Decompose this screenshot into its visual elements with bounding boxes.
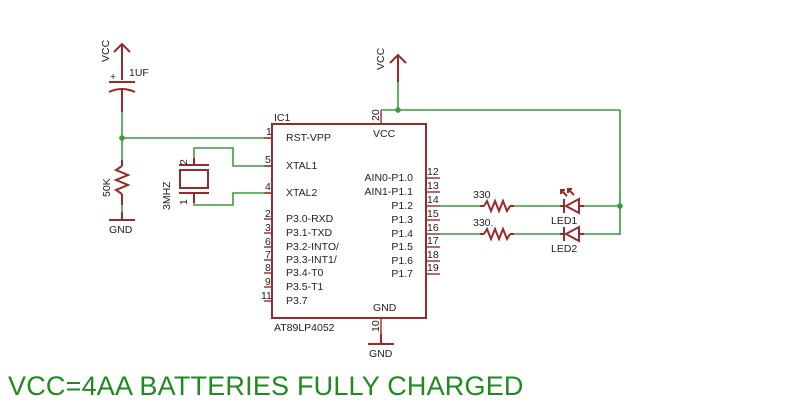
gnd-symbol-left: GND xyxy=(109,212,135,236)
led1-label: LED1 xyxy=(551,215,577,227)
pin-name-p3-2-int0: P3.2-INTO/ xyxy=(286,241,339,253)
gnd-symbol-bottom: GND xyxy=(368,334,394,360)
resistor-50k: 50K xyxy=(101,160,131,205)
led1: LED1 xyxy=(551,188,584,227)
ic-right-pins: 12 13 14 15 16 17 18 19 AIN0-P1.0 AIN1-P… xyxy=(365,166,440,280)
crystal-3mhz: 2 1 3MHZ xyxy=(161,158,209,210)
gnd-label-bottom: GND xyxy=(369,348,393,360)
pin-num-18: 18 xyxy=(427,249,439,261)
pin-num-5: 5 xyxy=(265,154,271,166)
resistor-330-led2: 330. xyxy=(473,217,514,242)
pin-name-xtal1: XTAL1 xyxy=(286,160,317,172)
crystal-pin-1: 1 xyxy=(178,199,190,205)
ic-left-pins: 1 5 4 2 3 6 7 8 9 11 RST-VPP XTAL1 XTAL2… xyxy=(261,126,339,307)
vcc-label-top: VCC xyxy=(375,47,387,70)
ic-part-number: AT89LP4052 xyxy=(274,322,335,334)
pin-name-p3-0-rxd: P3.0-RXD xyxy=(286,213,334,225)
resistor-330-led2-value: 330. xyxy=(473,217,493,229)
capacitor-polarity-mark: + xyxy=(110,71,116,83)
pin-name-p1-4: P1.4 xyxy=(391,228,413,240)
pin-num-4: 4 xyxy=(265,181,271,193)
pin-num-16: 16 xyxy=(427,222,439,234)
resistor-330-led1: 330 xyxy=(473,189,514,214)
pin-num-8: 8 xyxy=(265,262,271,274)
ic-at89lp4052: IC1 AT89LP4052 1 5 4 2 3 6 7 8 9 11 RST-… xyxy=(261,109,440,334)
pin-num-3: 3 xyxy=(265,222,271,234)
pin-name-rst-vpp: RST-VPP xyxy=(286,132,331,144)
pin-num-19: 19 xyxy=(427,262,439,274)
pin-name-ain1-p1-1: AIN1-P1.1 xyxy=(365,186,414,198)
pin-num-13: 13 xyxy=(427,180,439,192)
capacitor-1uf: + 1UF xyxy=(108,67,149,112)
pin-name-p1-3: P1.3 xyxy=(391,214,413,226)
pin-num-1: 1 xyxy=(266,126,272,138)
vcc-label-left: VCC xyxy=(100,39,112,62)
pin-num-12: 12 xyxy=(427,166,439,178)
pin-num-7: 7 xyxy=(265,249,271,261)
gnd-label-left: GND xyxy=(109,224,133,236)
ic-ref: IC1 xyxy=(274,112,291,124)
pin-num-6: 6 xyxy=(265,236,271,248)
pin-name-p3-1-txd: P3.1-TXD xyxy=(286,227,333,239)
pin-num-17: 17 xyxy=(427,235,439,247)
pin-num-11: 11 xyxy=(261,290,272,302)
vcc-symbol-left: VCC xyxy=(100,39,131,70)
resistor-330-led1-value: 330 xyxy=(473,189,491,201)
vcc-symbol-top: VCC xyxy=(375,47,407,82)
crystal-value: 3MHZ xyxy=(161,181,173,210)
pin-name-ain0-p1-0: AIN0-P1.0 xyxy=(365,172,414,184)
led2-label: LED2 xyxy=(551,243,577,255)
pin-num-20: 20 xyxy=(370,109,382,121)
capacitor-value: 1UF xyxy=(129,67,149,79)
pin-name-p3-4-t0: P3.4-T0 xyxy=(286,267,324,279)
pin-name-p1-2: P1.2 xyxy=(391,200,413,212)
pin-name-p3-3-int1: P3.3-INT1/ xyxy=(286,254,337,266)
pin-name-p1-5: P1.5 xyxy=(391,241,413,253)
pin-name-p1-6: P1.6 xyxy=(391,255,413,267)
junction-dot-vcc xyxy=(395,107,401,113)
pin-name-vcc: VCC xyxy=(373,128,396,140)
pin-name-xtal2: XTAL2 xyxy=(286,187,317,199)
pin-num-10: 10 xyxy=(370,320,382,332)
led2: LED2 xyxy=(551,225,584,255)
pin-num-14: 14 xyxy=(427,194,439,206)
pin-num-15: 15 xyxy=(427,208,439,220)
pin-num-9: 9 xyxy=(265,276,271,288)
pin-name-p3-5-t1: P3.5-T1 xyxy=(286,281,324,293)
pin-name-gnd: GND xyxy=(373,302,397,314)
resistor-50k-value: 50K xyxy=(101,178,113,197)
pin-name-p1-7: P1.7 xyxy=(391,268,413,280)
crystal-pin-2: 2 xyxy=(178,159,190,165)
battery-note-caption: VCC=4AA BATTERIES FULLY CHARGED xyxy=(8,371,524,401)
pin-num-2: 2 xyxy=(265,208,271,220)
pin-name-p3-7: P3.7 xyxy=(286,295,308,307)
